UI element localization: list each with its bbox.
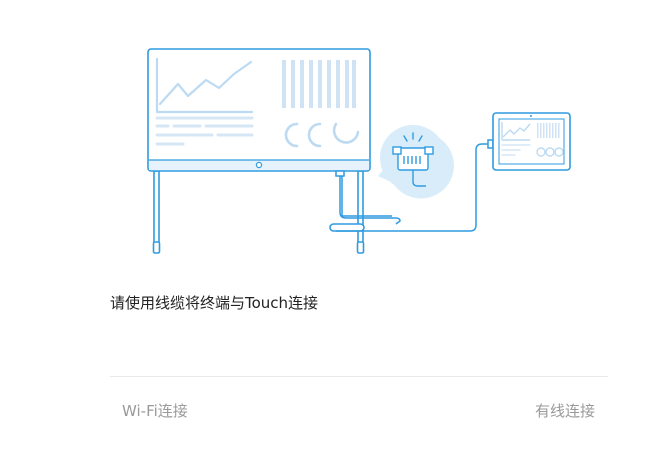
whiteboard-stand: [152, 170, 365, 254]
ethernet-port-icon: [378, 125, 454, 199]
wired-connect-button[interactable]: 有线连接: [534, 402, 595, 420]
divider: [110, 376, 608, 377]
connection-illustration: [147, 48, 571, 254]
wifi-connect-button[interactable]: Wi-Fi连接: [122, 402, 188, 420]
cable: [335, 139, 494, 232]
instruction-text: 请使用线缆将终端与Touch连接: [110, 294, 319, 312]
whiteboard-illustration: [147, 48, 371, 172]
tablet-illustration: [492, 112, 571, 171]
